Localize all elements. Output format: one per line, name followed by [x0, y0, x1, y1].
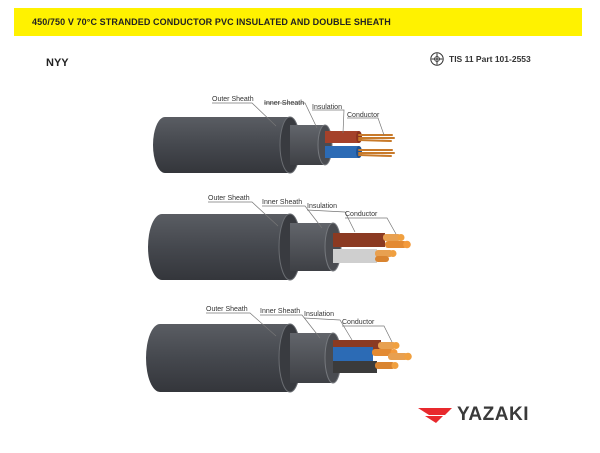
conductor-ends: [372, 342, 412, 369]
cable-4-core: Outer Sheath Inner Sheath Insulation Con…: [146, 306, 412, 393]
inner-sheath: [290, 223, 333, 271]
conductor-ends: [375, 234, 411, 262]
label-outer-sheath: Outer Sheath: [208, 195, 250, 202]
core-insulation: [333, 249, 377, 263]
label-insulation: Insulation: [307, 203, 337, 210]
callout-lines: [208, 201, 397, 235]
outer-sheath: [153, 117, 290, 173]
core-insulation: [325, 146, 359, 158]
outer-sheath: [148, 214, 290, 280]
label-inner-sheath: Inner Sheath: [262, 199, 302, 206]
product-model: NYY: [46, 57, 69, 69]
label-outer-sheath: Outer Sheath: [206, 306, 248, 313]
label-conductor: Conductor: [342, 319, 375, 326]
tis-certification-mark-icon: [430, 52, 444, 66]
cable-3-core: Outer Sheath Inner Sheath Insulation Con…: [148, 195, 411, 281]
callout-lines: [212, 102, 385, 136]
core-insulation: [325, 131, 359, 143]
core-insulation: [333, 233, 385, 247]
label-conductor: Conductor: [347, 112, 380, 119]
label-inner-sheath: Inner Sheath: [264, 100, 304, 107]
cable-2-core: Outer Sheath Inner Sheath Insulation Con…: [153, 96, 395, 174]
inner-sheath: [290, 333, 333, 383]
standard-badge: TIS 11 Part 101-2553: [430, 52, 531, 66]
inner-sheath: [290, 125, 325, 165]
conductor-strands: [358, 134, 395, 157]
label-insulation: Insulation: [312, 104, 342, 111]
core-insulation: [333, 361, 377, 373]
callout-lines: [206, 312, 393, 343]
label-insulation: Insulation: [304, 311, 334, 318]
label-inner-sheath: Inner Sheath: [260, 308, 300, 315]
outer-sheath: [146, 324, 290, 392]
header-title-bar: 450/750 V 70°C STRANDED CONDUCTOR PVC IN…: [14, 8, 582, 36]
label-outer-sheath: Outer Sheath: [212, 96, 254, 103]
core-insulation: [333, 340, 381, 351]
standard-label: TIS 11 Part 101-2553: [449, 54, 531, 64]
header-title: 450/750 V 70°C STRANDED CONDUCTOR PVC IN…: [32, 17, 391, 27]
yazaki-wing-icon: [418, 408, 452, 423]
core-insulation: [333, 347, 373, 361]
brand-logo: YAZAKI: [417, 404, 529, 426]
label-conductor: Conductor: [345, 211, 378, 218]
brand-name: YAZAKI: [457, 404, 529, 425]
